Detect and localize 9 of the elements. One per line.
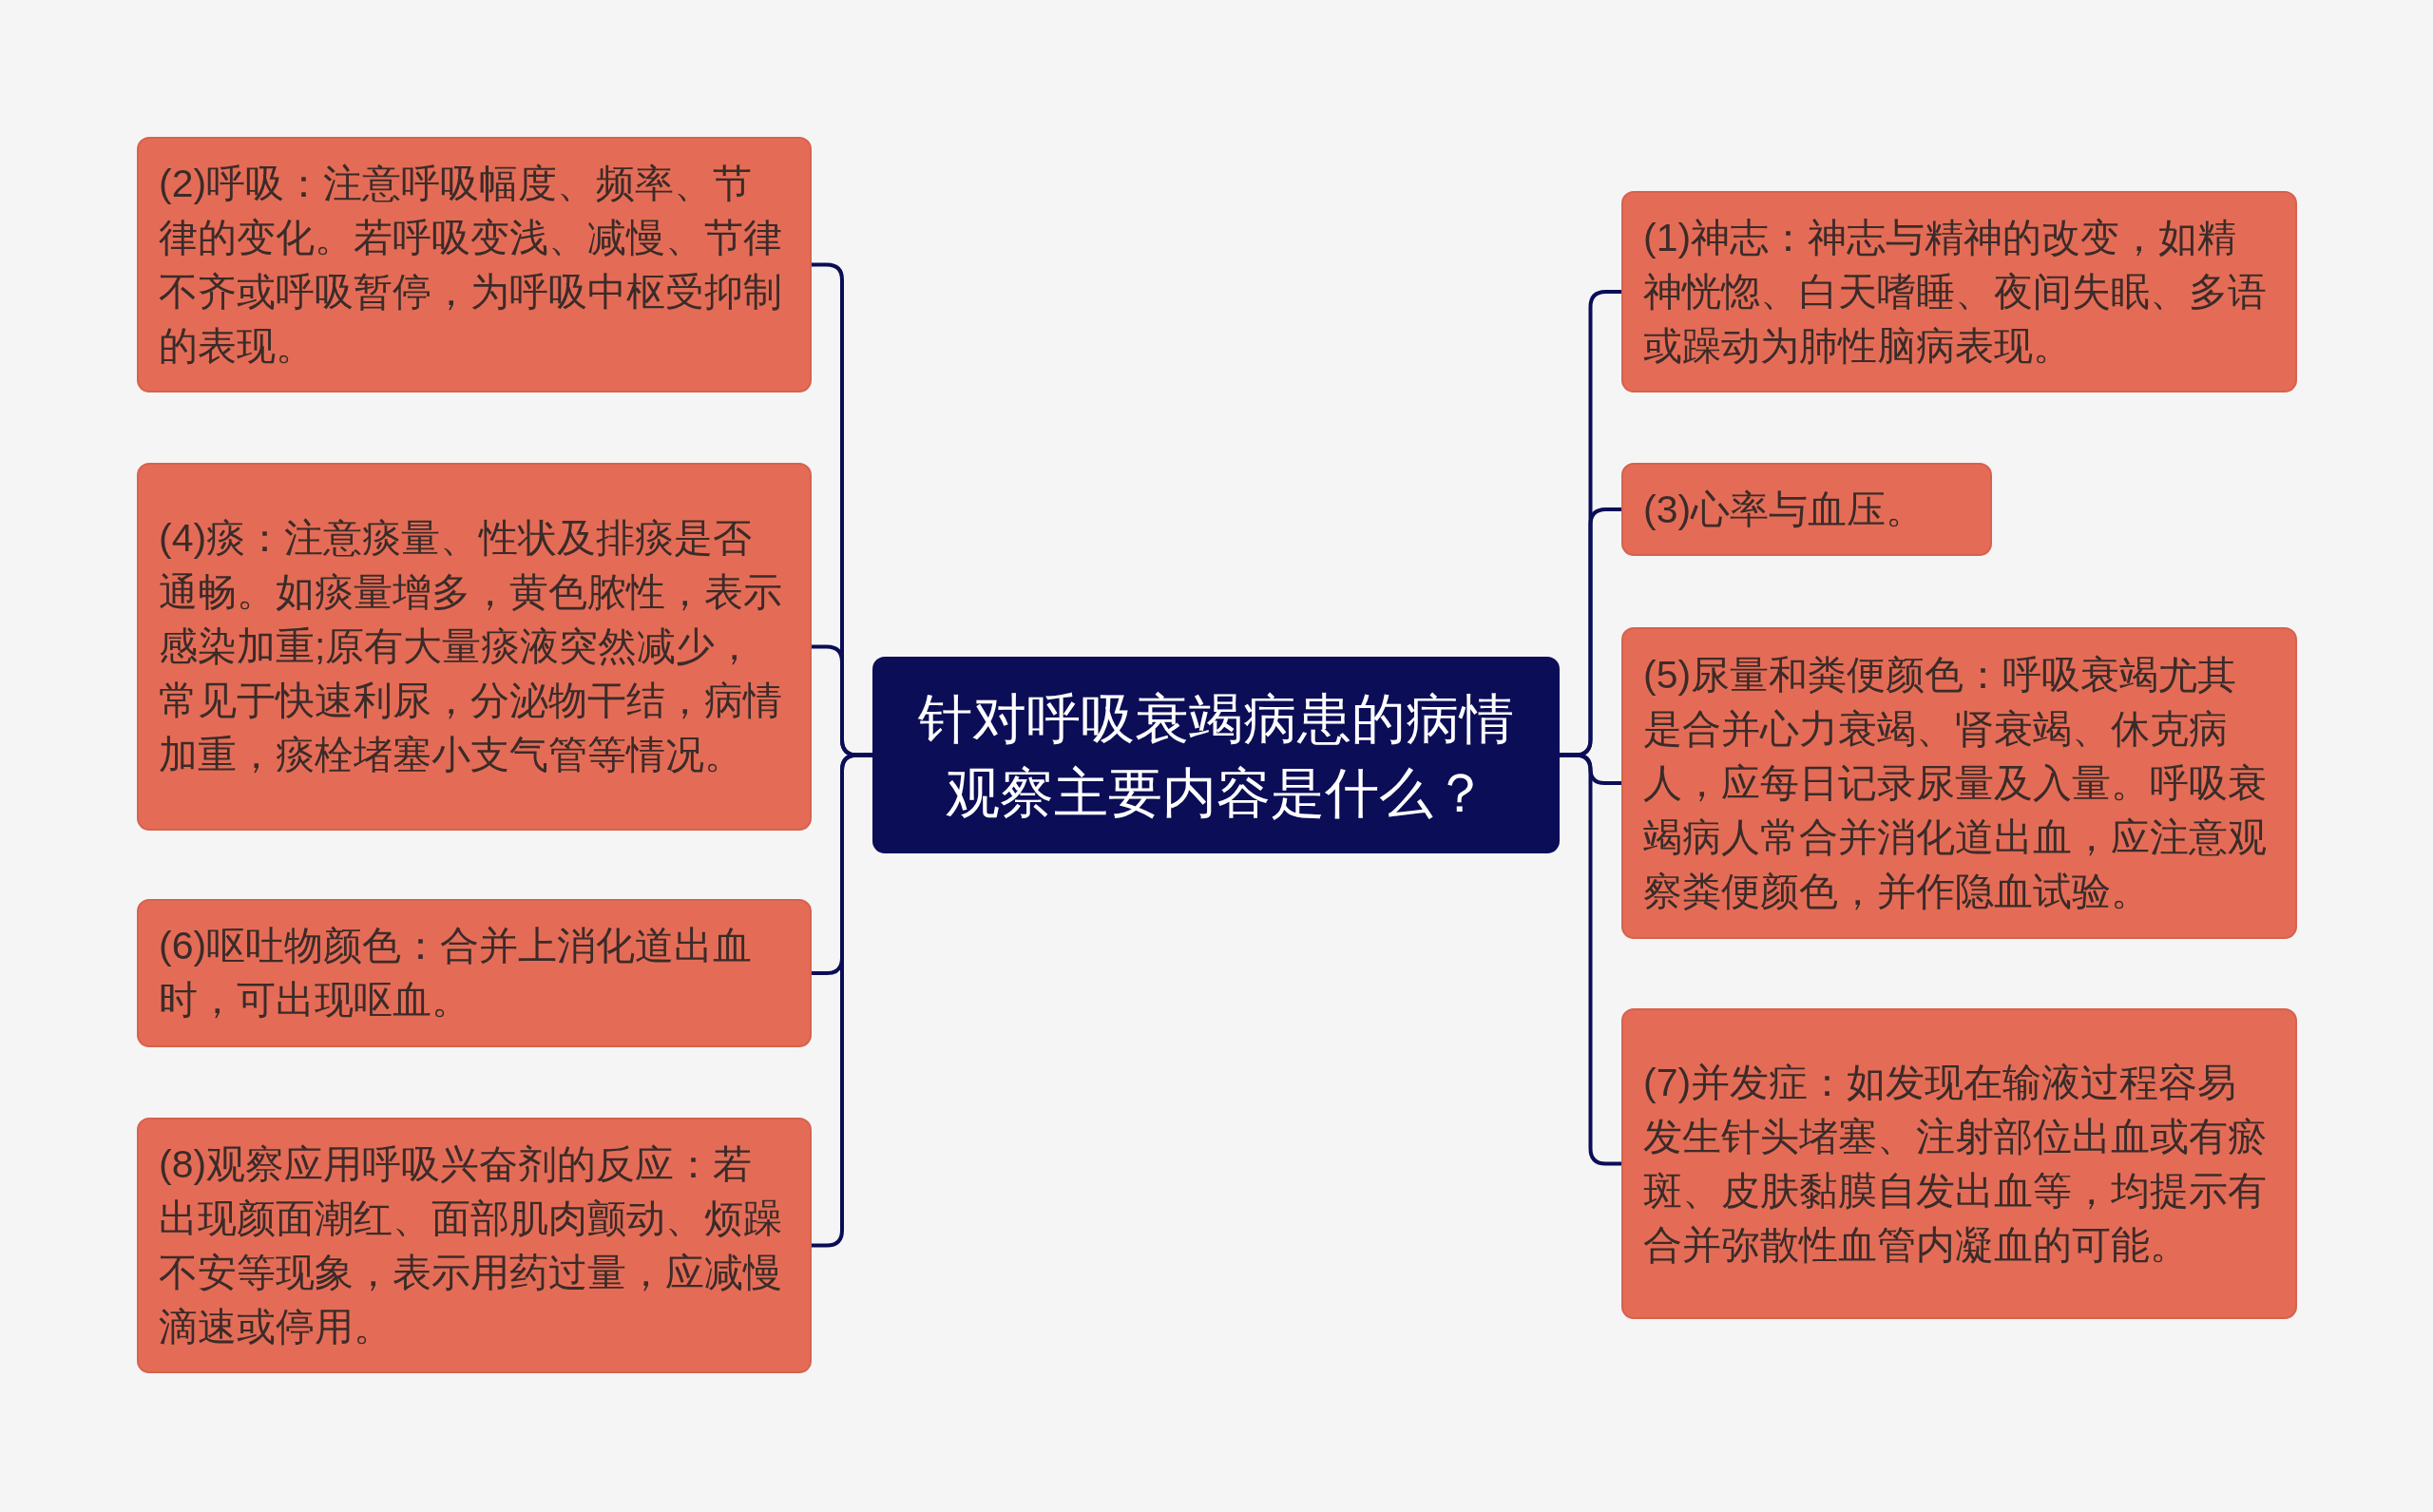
topic-box: (3)心率与血压。 (1621, 463, 1992, 556)
topic-box: (6)呕吐物颜色：合并上消化道出血时，可出现呕血。 (137, 899, 812, 1047)
topic-box: (4)痰：注意痰量、性状及排痰是否通畅。如痰量增多，黄色脓性，表示感染加重;原有大量痰液突然减少，常见于快速利尿，分泌物干结，病情加重，痰栓堵塞小支气管等情况。 (137, 463, 812, 831)
topic-box: (5)尿量和粪便颜色：呼吸衰竭尤其是合并心力衰竭、肾衰竭、休克病人，应每日记录尿量及入量。呼吸衰竭病人常合并消化道出血，应注意观察粪便颜色，并作隐血试验。 (1621, 627, 2297, 939)
topic-box: (8)观察应用呼吸兴奋剂的反应：若出现颜面潮红、面部肌肉颤动、烦躁不安等现象，表示用药过量，应减慢滴速或停用。 (137, 1118, 812, 1373)
topic-box: (2)呼吸：注意呼吸幅度、频率、节律的变化。若呼吸变浅、减慢、节律不齐或呼吸暂停，为呼吸中枢受抑制的表现。 (137, 137, 812, 392)
topic-box: (1)神志：神志与精神的改变，如精神恍惚、白天嗜睡、夜间失眠、多语或躁动为肺性脑病表现。 (1621, 191, 2297, 392)
central-topic-box: 针对呼吸衰竭病患的病情观察主要内容是什么？ (872, 657, 1560, 853)
topic-box: (7)并发症：如发现在输液过程容易发生针头堵塞、注射部位出血或有瘀斑、皮肤黏膜自发出血等，均提示有合并弥散性血管内凝血的可能。 (1621, 1008, 2297, 1319)
